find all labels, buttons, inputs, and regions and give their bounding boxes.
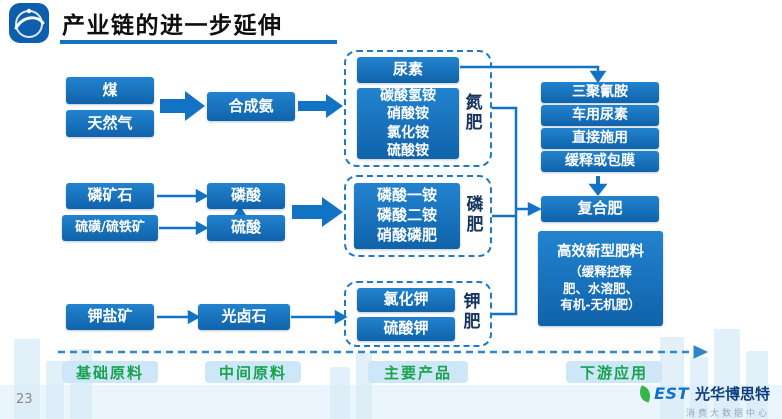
best-leaf-icon	[637, 384, 653, 403]
node-potassium-sulfate: 硫酸钾	[357, 317, 455, 341]
label-phosphate-fertilizer: 磷 肥	[466, 195, 484, 236]
node-synthetic-ammonia: 合成氨	[207, 92, 295, 121]
stage-main-products: 主要产品	[368, 361, 468, 383]
node-vehicle-urea: 车用尿素	[541, 105, 659, 126]
node-compound-fertilizer: 复合肥	[541, 196, 659, 222]
stage-downstream-applications: 下游应用	[566, 361, 662, 383]
arrowhead-phosrock	[195, 188, 209, 204]
node-phosphoric-acid: 磷酸	[207, 183, 285, 209]
title-underline	[60, 40, 337, 44]
stage-intermediate-materials: 中间原料	[205, 361, 301, 383]
node-nitrogen-products: 碳酸氢铵 硝酸铵 氯化铵 硫酸铵	[357, 88, 459, 159]
group-nitrogen	[344, 50, 492, 167]
node-potassium-chloride: 氯化钾	[357, 288, 455, 312]
new-fertilizer-subtitle: （缓释控释 肥、水溶肥、 有机-无机肥）	[560, 264, 641, 313]
node-natural-gas: 天然气	[66, 110, 154, 137]
node-carnallite: 光卤石	[198, 304, 290, 330]
arrowhead-sulfur	[195, 220, 209, 236]
arrowhead-compound	[527, 201, 542, 217]
node-sulfur-pyrite: 硫磺/硫铁矿	[62, 215, 158, 241]
node-direct-application: 直接施用	[541, 128, 659, 149]
timeline-arrowhead	[693, 345, 709, 359]
page-number: 23	[16, 392, 33, 407]
node-slow-release-coating: 缓释或包膜	[541, 151, 659, 172]
brand-name: 光华博思特	[694, 385, 770, 403]
node-phosphate-rock: 磷矿石	[66, 183, 154, 209]
node-urea: 尿素	[357, 57, 459, 83]
brand-subtitle: 消费大数据中心	[685, 409, 770, 419]
new-fertilizer-title: 高效新型肥料	[557, 244, 644, 261]
label-nitrogen-fertilizer: 氮 肥	[465, 93, 483, 134]
page-title: 产业链的进一步延伸	[62, 13, 283, 39]
brand-logo	[9, 3, 49, 43]
node-new-fertilizer: 高效新型肥料 （缓释控释 肥、水溶肥、 有机-无机肥）	[538, 231, 663, 326]
node-coal: 煤	[66, 77, 154, 104]
best-logo: EST 光华博思特 消费大数据中心	[637, 383, 770, 419]
arrow-acids-to-phosphate-group	[292, 197, 343, 227]
best-logo-text: EST	[654, 384, 689, 403]
arrowhead-stack-down	[588, 183, 608, 197]
arrowhead-urea-down	[589, 70, 607, 84]
arrow-raw-to-ammonia	[160, 91, 205, 121]
group-phosphate	[344, 175, 492, 257]
node-potash-ore: 钾盐矿	[66, 304, 154, 330]
label-potash-fertilizer: 钾 肥	[463, 292, 481, 333]
arrow-ammonia-to-nitrogen-group	[298, 94, 343, 118]
node-sulfuric-acid: 硫酸	[207, 215, 285, 241]
node-phosphate-products: 磷酸一铵 磷酸二铵 硝酸磷肥	[354, 183, 460, 249]
stage-basic-materials: 基础原料	[62, 361, 158, 383]
arrowhead-potashore	[187, 309, 201, 325]
bracket-products	[492, 106, 518, 316]
node-melamine: 三聚氰胺	[541, 82, 659, 103]
